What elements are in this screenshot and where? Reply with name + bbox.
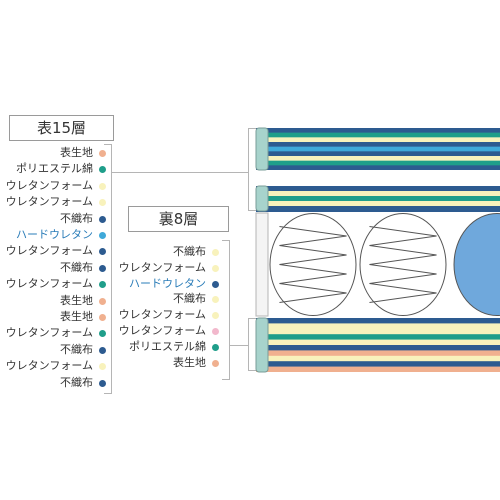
top-layer-band [256, 156, 500, 161]
spring-pocket [359, 213, 447, 316]
top-layer-color-dot [99, 166, 106, 174]
top-connector-tick-lower [248, 210, 256, 211]
top-layer-color-dot [99, 281, 106, 289]
top-layer-band [256, 146, 500, 152]
bottom-layer-color-dot [212, 312, 219, 320]
bottom-layer-band [256, 345, 500, 351]
top-layer-color-dot [99, 297, 106, 305]
top-layer-band [256, 151, 500, 157]
top-layers-title: 表15層 [9, 115, 114, 141]
bottom-layer-band [256, 350, 500, 357]
top-layer-band [256, 165, 500, 171]
top-layer-color-dot [99, 346, 106, 354]
top-layer-band [256, 132, 500, 138]
top-layer-band [256, 128, 500, 133]
top-layer-color-dot [99, 232, 106, 239]
top-layer-label: ウレタンフォーム [5, 178, 93, 192]
bottom-layer-label: ウレタンフォーム [118, 260, 206, 274]
bottom-layer-band [256, 323, 500, 330]
bottom-layer-color-dot [212, 249, 219, 256]
top-layer-label: 不織布 [60, 342, 93, 356]
top-layer-band [256, 142, 500, 147]
spring-coil [369, 226, 437, 303]
top-layer-color-dot [99, 215, 106, 223]
bottom-layer-band [256, 328, 500, 335]
top-layer-color-dot [99, 264, 106, 272]
top-edge-band-lower [255, 185, 269, 212]
top-layer-bands [256, 128, 500, 212]
top-lower-layer-band [256, 186, 500, 192]
bottom-edge-band [255, 317, 269, 373]
top-layer-label: ウレタンフォーム [5, 195, 93, 209]
spring-side-wall [255, 212, 269, 317]
bottom-connector-tick-upper [248, 318, 256, 319]
bottom-connector-vertical [248, 318, 249, 371]
top-layer-band [256, 160, 500, 166]
bottom-layer-color-dot [212, 264, 219, 272]
top-layer-color-dot [99, 363, 106, 371]
bottom-layer-color-dot [212, 296, 219, 304]
bottom-connector-line [229, 345, 248, 346]
top-layer-color-dot [99, 314, 106, 321]
top-layers-bracket [104, 144, 112, 394]
bottom-layer-color-dot [212, 328, 219, 335]
bottom-layer-label: 不織布 [173, 245, 206, 258]
spring-pocket [453, 213, 500, 316]
top-layer-color-dot [99, 150, 106, 157]
top-layer-band [256, 137, 500, 143]
bottom-layer-label: ポリエステル綿 [129, 339, 206, 353]
pocket-springs [269, 213, 500, 316]
bottom-layer-label: ハードウレタン [129, 276, 206, 290]
bottom-layer-label: ウレタンフォーム [118, 308, 206, 322]
top-layer-label: 表生地 [60, 293, 93, 307]
top-layer-color-dot [99, 199, 106, 207]
top-lower-layer-band [256, 196, 500, 202]
spring-coil [279, 226, 347, 303]
top-layer-label: ウレタンフォーム [5, 359, 93, 373]
top-connector-tick-upper [248, 128, 256, 129]
top-layer-label: ポリエステル綿 [16, 162, 93, 176]
bottom-layer-bands [256, 318, 500, 372]
top-layer-label: 不織布 [60, 211, 93, 225]
bottom-layer-band [256, 361, 500, 367]
bottom-layer-band [256, 334, 500, 340]
bottom-connector-tick-lower [248, 370, 256, 371]
top-connector-line [111, 172, 249, 173]
bottom-layer-color-dot [212, 280, 219, 288]
top-layer-label: ウレタンフォーム [5, 277, 93, 291]
bottom-layer-label: ウレタンフォーム [118, 324, 206, 337]
bottom-layer-band [256, 318, 500, 324]
bottom-layer-color-dot [212, 343, 219, 351]
top-layer-label: ハードウレタン [16, 228, 93, 241]
top-edge-band-upper [255, 127, 269, 171]
top-layer-color-dot [99, 330, 106, 338]
bottom-layer-band [256, 355, 500, 362]
bottom-layers-title: 裏8層 [128, 206, 229, 232]
bottom-layer-label: 表生地 [173, 355, 206, 369]
bottom-layers-bracket [222, 240, 230, 380]
top-layer-label: ウレタンフォーム [5, 244, 93, 258]
bottom-layer-label: 不織布 [173, 292, 206, 306]
top-layer-label: 不織布 [60, 260, 93, 274]
top-layer-label: ウレタンフォーム [5, 326, 93, 340]
top-gap-layer-band [256, 170, 500, 179]
top-lower-layer-band [256, 191, 500, 197]
top-layer-label: 表生地 [60, 146, 93, 159]
top-connector-vertical [248, 128, 249, 211]
top-layer-color-dot [99, 248, 106, 256]
top-layer-label: 不織布 [60, 375, 93, 389]
top-lower-layer-band [256, 206, 500, 212]
bottom-layer-color-dot [212, 359, 219, 367]
bottom-layer-band [256, 366, 500, 372]
top-layer-color-dot [99, 379, 106, 387]
top-gap-layer-band [256, 178, 500, 187]
top-lower-layer-band [256, 201, 500, 207]
bottom-layer-band [256, 339, 500, 346]
spring-pocket [269, 213, 357, 316]
top-layer-label: 表生地 [60, 310, 93, 323]
top-layer-color-dot [99, 182, 106, 190]
